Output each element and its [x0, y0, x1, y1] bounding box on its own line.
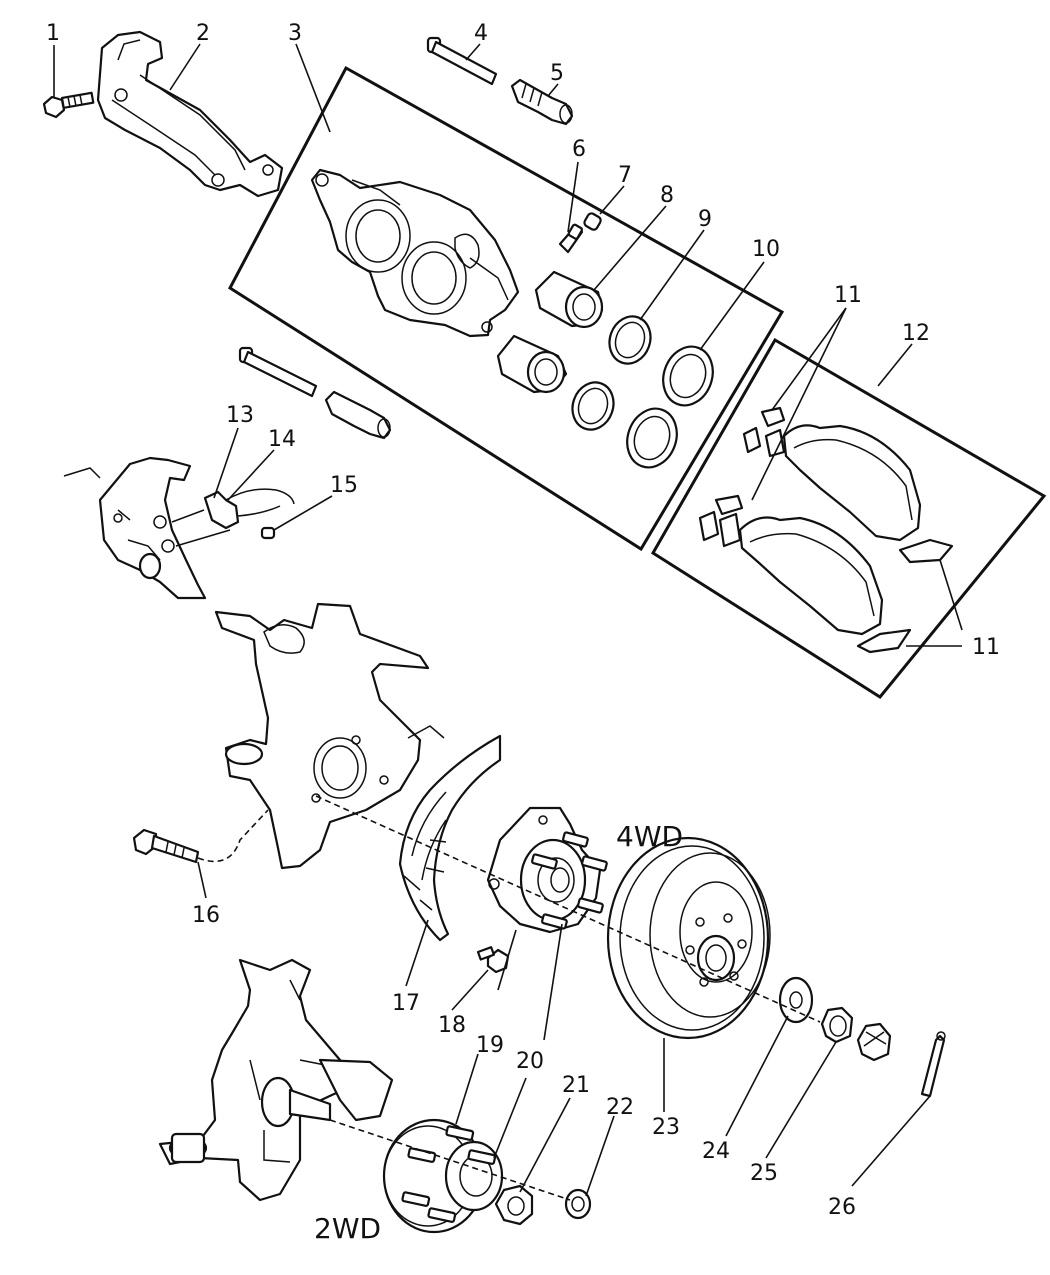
washer-part — [778, 976, 814, 1024]
knuckle-4wd — [214, 602, 445, 870]
callout-19: 19 — [476, 1033, 504, 1058]
bleeder-cap-part — [583, 212, 602, 231]
callout-25: 25 — [750, 1161, 778, 1186]
callout-12: 12 — [902, 321, 930, 346]
hub-nut-part — [494, 1184, 534, 1226]
callout-22: 22 — [606, 1095, 634, 1120]
splash-bracket — [63, 456, 207, 600]
callout-9: 9 — [698, 207, 712, 232]
callout-14: 14 — [268, 427, 296, 452]
callout-2: 2 — [196, 21, 210, 46]
axis-2wd — [329, 1119, 571, 1201]
lower-guide-pin — [238, 346, 318, 398]
caliper-adapter-part — [96, 30, 284, 198]
caliper-kit-box — [228, 65, 785, 552]
label-2wd: 2WD — [314, 1212, 381, 1245]
callout-7: 7 — [618, 163, 632, 188]
bleeder-screw-part — [558, 223, 584, 254]
hub-studs-4wd — [531, 831, 608, 930]
callout-17: 17 — [392, 991, 420, 1016]
callout-24: 24 — [702, 1139, 730, 1164]
callout-13: 13 — [226, 403, 254, 428]
callout-3: 3 — [288, 21, 302, 46]
callout-8: 8 — [660, 183, 674, 208]
pin-bushing-part — [510, 78, 574, 126]
hub-4wd — [486, 806, 608, 934]
shield-bolt-part — [476, 946, 510, 974]
callout-15: 15 — [330, 473, 358, 498]
guide-pin-part — [426, 36, 498, 86]
label-4wd: 4WD — [616, 820, 683, 853]
callout-1: 1 — [46, 21, 60, 46]
callout-11-top: 11 — [834, 283, 862, 308]
callout-21: 21 — [562, 1073, 590, 1098]
leader-lines — [53, 43, 963, 1197]
knuckle-bolt-part — [132, 809, 269, 864]
callout-11-bottom: 11 — [972, 635, 1000, 660]
piston-part — [496, 270, 604, 394]
callout-5: 5 — [550, 61, 564, 86]
nut-part — [820, 1006, 892, 1062]
callout-labels: 1 2 3 4 5 6 7 8 9 10 11 12 11 13 14 15 1… — [46, 21, 1000, 1245]
callout-6: 6 — [572, 137, 586, 162]
grease-cap-part — [564, 1188, 592, 1220]
callout-20: 20 — [516, 1049, 544, 1074]
callout-26: 26 — [828, 1195, 856, 1220]
callout-18: 18 — [438, 1013, 466, 1038]
lower-pin-bushing — [324, 390, 392, 440]
brake-pads — [738, 424, 922, 636]
caliper-housing-part — [310, 168, 520, 338]
callout-4: 4 — [474, 21, 488, 46]
pad-clips — [698, 406, 954, 654]
cotter-pin-part — [920, 1031, 946, 1098]
knuckle-2wd — [158, 958, 394, 1202]
callout-16: 16 — [192, 903, 220, 928]
dust-boot-part — [626, 345, 714, 469]
sensor-parts — [171, 488, 295, 547]
axis-4wd — [315, 795, 821, 1023]
hub-2wd — [382, 1118, 504, 1234]
callout-23: 23 — [652, 1115, 680, 1140]
rotor-part — [606, 836, 771, 1040]
callout-10: 10 — [752, 237, 780, 262]
piston-seal-part — [571, 315, 652, 431]
pad-kit-box — [650, 337, 1047, 699]
disc-shield-part — [398, 734, 502, 942]
caliper-bolt-part — [42, 91, 95, 119]
